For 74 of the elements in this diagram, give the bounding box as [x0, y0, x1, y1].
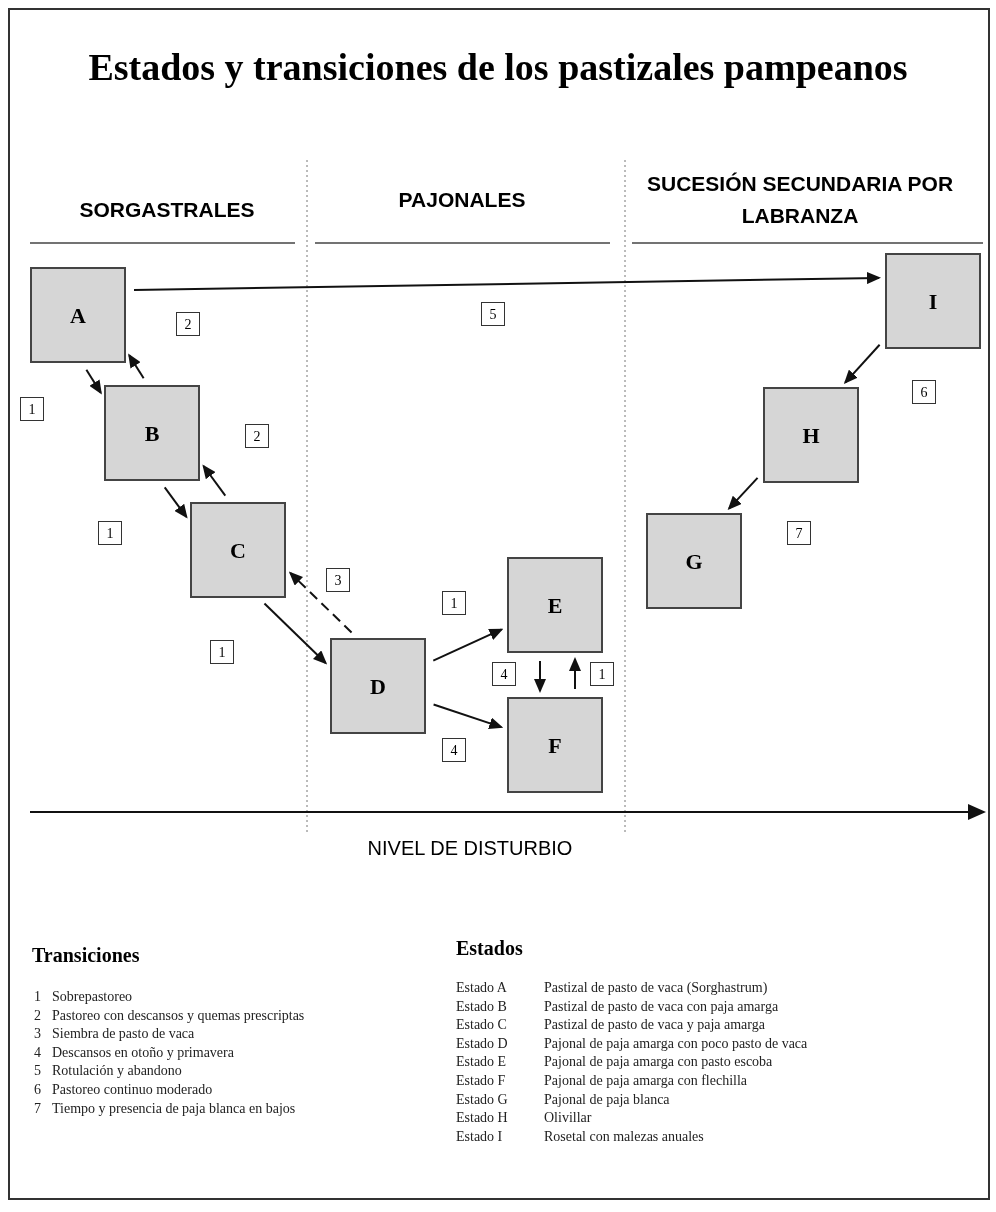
- edge-label: 2: [176, 312, 200, 336]
- state-name: Estado I: [456, 1127, 504, 1146]
- edge-label: 2: [245, 424, 269, 448]
- arrow: [534, 660, 546, 693]
- section-heading: PAJONALES: [397, 187, 527, 213]
- arrow: [163, 486, 188, 519]
- legend-text: Tiempo y presencia de paja blanca en bajos: [52, 1099, 297, 1118]
- legend-heading: Estados: [456, 936, 523, 961]
- legend-text: Pastizal de pasto de vaca y paja amarga: [544, 1016, 766, 1035]
- edge-label: 6: [912, 380, 936, 404]
- edge-label: 3: [326, 568, 350, 592]
- arrow: [432, 703, 504, 729]
- edge-label: 1: [20, 397, 44, 421]
- arrow: [288, 571, 353, 634]
- legend-text: Pastoreo continuo moderado: [52, 1080, 214, 1099]
- legend-text: Siembra de pasto de vaca: [52, 1025, 196, 1044]
- state-box: C: [190, 502, 286, 598]
- legend-text: Pastizal de pasto de vaca (Sorghastrum): [544, 979, 769, 997]
- state-box: A: [30, 267, 126, 363]
- legend-text: Pajonal de paja amarga con poco pasto de vaca: [544, 1034, 808, 1053]
- arrow: [263, 602, 328, 665]
- state-name: Estado E: [456, 1053, 508, 1072]
- legend-text: Pastizal de pasto de vaca con paja amarga: [544, 997, 780, 1016]
- edge-label: 1: [442, 591, 466, 615]
- state-box: D: [330, 638, 426, 734]
- legend-text: Rosetal con malezas anuales: [544, 1127, 705, 1146]
- state-name: Estado H: [456, 1109, 509, 1128]
- legend-text: Pajonal de paja blanca: [544, 1090, 671, 1109]
- legend-text: Pajonal de paja amarga con pasto escoba: [544, 1053, 774, 1072]
- legend-text: Pajonal de paja amarga con flechilla: [544, 1071, 749, 1090]
- state-name: Estado G: [456, 1090, 509, 1109]
- arrow: [569, 657, 581, 690]
- legend-text: Descansos en otoño y primavera: [52, 1043, 235, 1062]
- legend-text: Pastoreo con descansos y quemas prescriptas: [52, 1006, 305, 1025]
- arrow: [727, 476, 759, 511]
- legend-text: Olivillar: [544, 1109, 593, 1128]
- legend-number: 4: [34, 1043, 42, 1062]
- legend-number: 3: [34, 1025, 42, 1044]
- state-name: Estado A: [456, 979, 508, 997]
- state-box: F: [507, 697, 603, 793]
- legend-number: 1: [34, 988, 42, 1006]
- state-name: Estado D: [456, 1034, 509, 1053]
- section-heading: SORGASTRALES: [78, 197, 256, 223]
- legend-number: 5: [34, 1062, 42, 1081]
- state-box: E: [507, 557, 603, 653]
- arrow: [843, 343, 881, 385]
- state-name: Estado F: [456, 1071, 507, 1090]
- arrow: [85, 368, 102, 395]
- state-box: H: [763, 387, 859, 483]
- edge-label: 7: [787, 521, 811, 545]
- state-name: Estado C: [456, 1016, 508, 1035]
- arrow: [128, 353, 145, 380]
- edge-label: 1: [590, 662, 614, 686]
- arrow: [133, 272, 881, 292]
- edge-label: 4: [442, 738, 466, 762]
- legend-number: 6: [34, 1080, 42, 1099]
- legend-number: 2: [34, 1006, 42, 1025]
- arrow: [432, 628, 504, 662]
- edge-label: 5: [481, 302, 505, 326]
- diagram-title: Estados y transiciones de los pastizales pampeanos: [87, 45, 909, 90]
- legend-text: Sobrepastoreo: [52, 988, 134, 1006]
- state-box: G: [646, 513, 742, 609]
- edge-label: 1: [210, 640, 234, 664]
- arrow: [202, 464, 227, 497]
- legend-number: 7: [34, 1099, 42, 1118]
- legend-text: Rotulación y abandono: [52, 1062, 183, 1081]
- section-heading: SUCESIÓN SECUNDARIA POR LABRANZA: [645, 171, 955, 229]
- axis-label: NIVEL DE DISTURBIO: [367, 836, 573, 861]
- state-box: B: [104, 385, 200, 481]
- legend-heading: Transiciones: [32, 943, 140, 968]
- edge-label: 4: [492, 662, 516, 686]
- state-name: Estado B: [456, 997, 508, 1016]
- state-box: I: [885, 253, 981, 349]
- edge-label: 1: [98, 521, 122, 545]
